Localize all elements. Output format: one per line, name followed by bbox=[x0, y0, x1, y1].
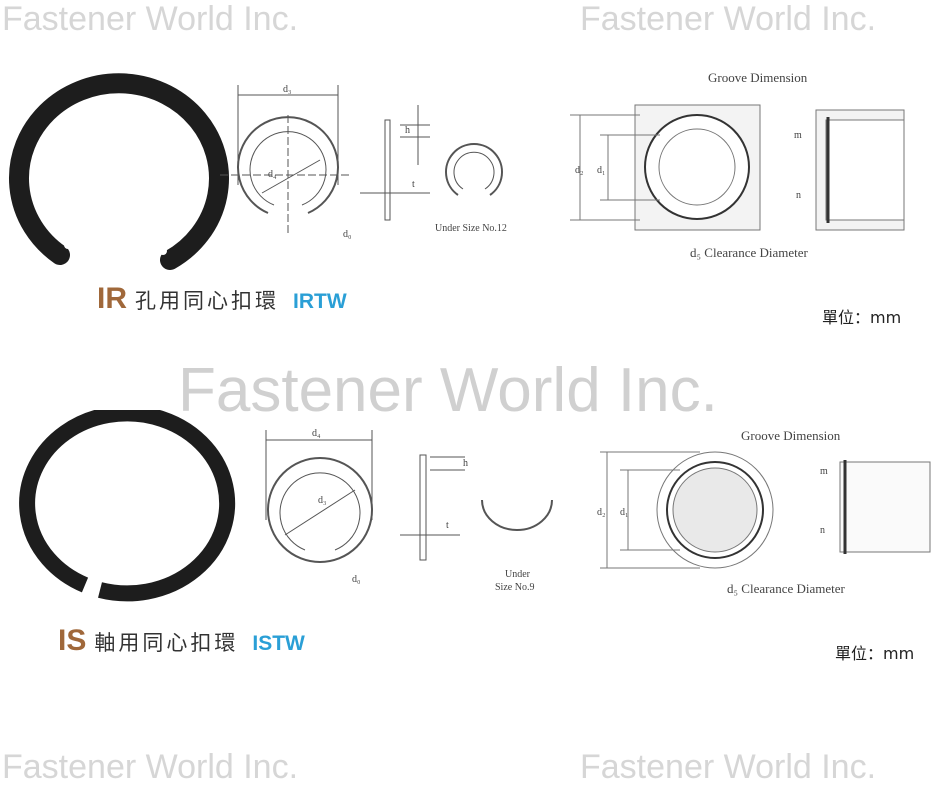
label-d1: d₁ bbox=[597, 165, 606, 176]
ir-ring-photo bbox=[9, 73, 229, 270]
ir-front-view bbox=[220, 85, 350, 235]
is-diagram: d₄ d₃ d₀ h t Under Size No.9 Groove Dime… bbox=[19, 410, 931, 602]
label-d3: d₃ bbox=[283, 84, 292, 95]
groove-title: Groove Dimension bbox=[741, 428, 841, 443]
watermark: Fastener World Inc. bbox=[2, 0, 299, 38]
label-d3: d₃ bbox=[318, 495, 327, 506]
clearance-label: d₅ Clearance Diameter bbox=[727, 581, 846, 596]
label-n: n bbox=[820, 525, 825, 536]
label-d2: d₂ bbox=[575, 165, 584, 176]
label-n: n bbox=[796, 190, 801, 201]
is-groove-view bbox=[600, 451, 931, 569]
ir-product-title: IR 孔用同心扣環 IRTW bbox=[97, 282, 347, 316]
watermark: Fastener World Inc. bbox=[580, 748, 877, 786]
watermark: Fastener World Inc. bbox=[2, 748, 299, 786]
is-product-title: IS 軸用同心扣環 ISTW bbox=[58, 624, 305, 658]
product-name: 孔用同心扣環 bbox=[135, 289, 279, 313]
label-m: m bbox=[820, 466, 828, 477]
ir-groove-view bbox=[570, 104, 905, 231]
unit-label: 單位：mm bbox=[822, 308, 902, 327]
product-code: IS bbox=[58, 624, 87, 657]
label-d1: d₁ bbox=[620, 507, 629, 518]
unit-label: 單位：mm bbox=[835, 644, 915, 663]
label-d0: d₀ bbox=[352, 574, 361, 585]
is-ring-photo bbox=[19, 410, 236, 602]
label-d4: d₄ bbox=[312, 428, 321, 439]
watermark: Fastener World Inc. bbox=[580, 0, 877, 38]
label-d0: d₀ bbox=[343, 229, 352, 240]
label-d4: d₄ bbox=[268, 169, 277, 180]
groove-title: Groove Dimension bbox=[708, 70, 808, 85]
ir-under-size-view bbox=[445, 143, 503, 196]
label-d2: d₂ bbox=[597, 507, 606, 518]
ir-diagram: d₃ d₄ d₀ h t Under Size No.12 Groove Dim… bbox=[9, 70, 905, 270]
product-name: 軸用同心扣環 bbox=[94, 631, 239, 655]
under-size-label: Under bbox=[505, 569, 531, 580]
label-t: t bbox=[446, 520, 449, 531]
under-size-label: Under Size No.12 bbox=[435, 223, 507, 234]
clearance-label: d₅ Clearance Diameter bbox=[690, 245, 809, 260]
watermark: Fastener World Inc. bbox=[178, 356, 718, 425]
is-side-view bbox=[400, 454, 553, 561]
label-h: h bbox=[405, 125, 410, 136]
product-code: IR bbox=[97, 282, 127, 315]
label-m: m bbox=[794, 130, 802, 141]
under-size-label: Size No.9 bbox=[495, 582, 534, 593]
label-t: t bbox=[412, 179, 415, 190]
label-h: h bbox=[463, 458, 468, 469]
sub-code: IRTW bbox=[293, 290, 347, 313]
ir-side-view bbox=[360, 105, 430, 221]
is-front-view bbox=[265, 430, 373, 563]
sub-code: ISTW bbox=[252, 632, 305, 655]
